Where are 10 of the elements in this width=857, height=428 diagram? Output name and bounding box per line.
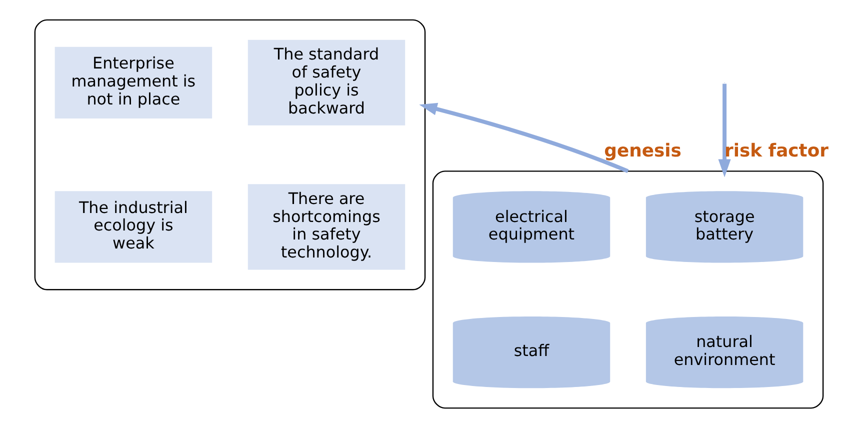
node-box: Enterprise management is not in place [54,46,212,118]
cluster [432,170,824,409]
cluster [34,19,426,290]
node-box: The industrial ecology is weak [54,191,212,263]
edge-label: genesis [604,140,681,162]
arrow [418,102,628,174]
node-box: There are shortcomings in safety technology. [247,184,405,270]
node-box: The standard of safety policy is backward [247,40,405,126]
arrow [718,84,730,178]
edge-label: risk factor [724,140,828,162]
